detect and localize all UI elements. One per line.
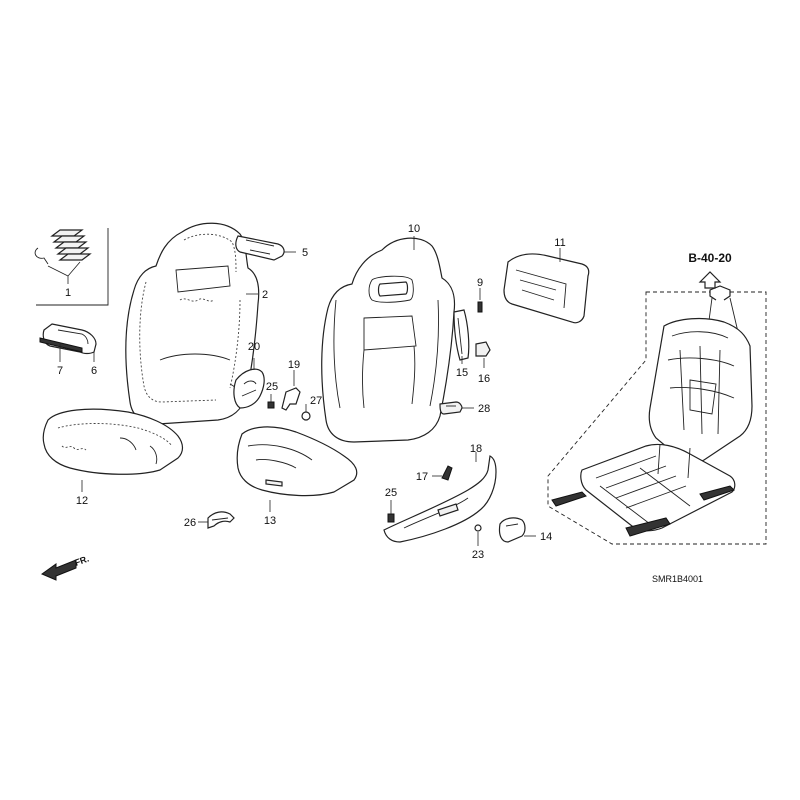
callout-9: 9 <box>477 277 483 289</box>
part-2-seat-back-cover <box>125 222 260 425</box>
callout-20: 20 <box>248 341 260 353</box>
callout-2: 2 <box>262 289 268 301</box>
direction-label: FR. <box>73 554 90 568</box>
part-5-grommet <box>235 235 296 261</box>
front-direction-indicator: FR. <box>40 554 90 581</box>
callout-16: 16 <box>478 373 490 385</box>
reference-label: B-40-20 <box>688 251 732 265</box>
callout-26: 26 <box>184 517 196 529</box>
callout-15: 15 <box>456 367 468 379</box>
front-arrow-icon <box>40 559 77 581</box>
callout-18: 18 <box>470 443 482 455</box>
part-13-cushion-pad <box>236 426 358 512</box>
part-19-20-25-27-hardware <box>233 358 311 421</box>
callout-27: 27 <box>310 395 322 407</box>
part-26-strap <box>198 511 235 529</box>
callout-7: 7 <box>57 365 63 377</box>
part-12-cushion-cover <box>42 408 184 492</box>
callout-19: 19 <box>288 359 300 371</box>
callout-5: 5 <box>302 247 308 259</box>
part-28-clip <box>439 401 474 415</box>
callout-23: 23 <box>472 549 484 561</box>
part-11-rear-cover <box>503 248 590 324</box>
callout-labels: 1 2 5 6 7 9 10 11 12 13 14 15 16 17 18 1… <box>57 223 566 561</box>
part-1-clip-set <box>34 228 109 306</box>
callout-12: 12 <box>76 495 88 507</box>
callout-10: 10 <box>408 223 420 235</box>
callout-28: 28 <box>478 403 490 415</box>
callout-1: 1 <box>65 287 71 299</box>
callout-25-b: 25 <box>385 487 397 499</box>
figure-code: SMR1B4001 <box>652 574 703 584</box>
reference-indicator: B-40-20 <box>688 251 732 289</box>
callout-14: 14 <box>540 531 552 543</box>
callout-25-a: 25 <box>266 381 278 393</box>
callout-13: 13 <box>264 515 276 527</box>
part-9-15-16-small-parts <box>453 288 491 368</box>
part-17-18-23-25-side-trim <box>383 452 497 546</box>
part-6-7-guide <box>39 323 97 362</box>
part-10-seat-back-pad <box>321 236 456 443</box>
frame-assembly-reference <box>547 285 767 545</box>
part-14-knob <box>498 517 536 543</box>
callout-11: 11 <box>554 237 565 249</box>
callout-6: 6 <box>91 365 97 377</box>
callout-17: 17 <box>416 471 428 483</box>
